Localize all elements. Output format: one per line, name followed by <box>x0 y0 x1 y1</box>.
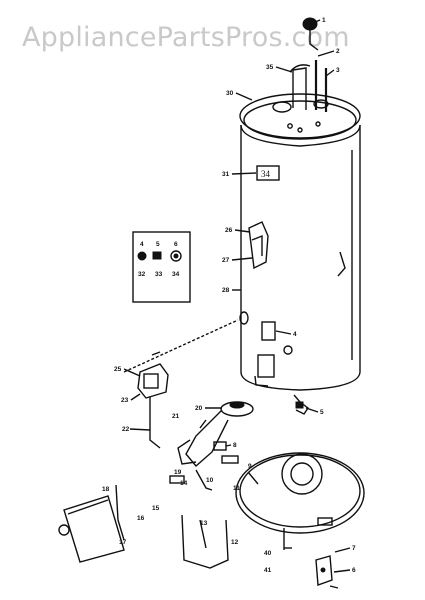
kit-callout-32: 32 <box>138 271 146 278</box>
callout-26: 26 <box>225 227 233 234</box>
callout-28: 28 <box>222 287 230 294</box>
kit-callout-5: 5 <box>156 241 160 248</box>
burner-assembly <box>169 401 254 491</box>
callout-41: 41 <box>264 567 272 574</box>
callout-6: 6 <box>352 567 356 574</box>
kit-callout-6: 6 <box>174 241 178 248</box>
callout-30: 30 <box>226 90 234 97</box>
watermark-text: AppliancePartsPros.com <box>22 22 350 53</box>
callout-19: 19 <box>174 469 182 476</box>
callout-10: 10 <box>206 477 214 484</box>
callout-40: 40 <box>264 550 272 557</box>
drain-valve <box>293 394 309 415</box>
callout-17: 17 <box>119 539 127 546</box>
callout-35: 35 <box>266 64 274 71</box>
pilot-tubing <box>115 484 229 569</box>
leader-lines <box>123 19 351 573</box>
callout-11: 11 <box>233 485 240 492</box>
callout-22: 22 <box>122 426 130 433</box>
callout-15: 15 <box>152 505 160 512</box>
kit-callout-34: 34 <box>172 271 180 278</box>
callout-20: 20 <box>195 405 203 412</box>
tank: 34 <box>239 17 361 391</box>
kit-callout-33: 33 <box>155 271 163 278</box>
callout-31: 31 <box>222 171 230 178</box>
callout-14: 14 <box>180 480 188 487</box>
callout-18: 18 <box>102 486 110 493</box>
callout-8: 8 <box>233 442 237 449</box>
callout-23: 23 <box>121 397 129 404</box>
callout-3: 3 <box>336 67 340 74</box>
callout-12: 12 <box>231 539 239 546</box>
kit-callout-4: 4 <box>140 241 144 248</box>
callout-2: 2 <box>336 48 340 55</box>
access-door <box>58 495 125 563</box>
callout-4: 4 <box>293 331 297 338</box>
callout-16: 16 <box>137 515 145 522</box>
gas-control-valve <box>123 319 239 449</box>
callout-7: 7 <box>352 545 356 552</box>
callout-5: 5 <box>320 409 324 416</box>
callout-21: 21 <box>172 413 180 420</box>
parts-kit-box <box>132 231 191 303</box>
burner-bracket <box>315 555 339 589</box>
callout-1: 1 <box>322 17 326 24</box>
callout-9: 9 <box>248 463 252 470</box>
callout-25: 25 <box>114 366 122 373</box>
callout-13: 13 <box>200 520 208 527</box>
callout-labels: 1 2 3 35 30 31 26 27 28 4 5 25 23 21 22 … <box>102 17 356 574</box>
tank-label-text: 34 <box>261 169 271 179</box>
base-pan <box>235 452 365 550</box>
callout-27: 27 <box>222 257 230 264</box>
